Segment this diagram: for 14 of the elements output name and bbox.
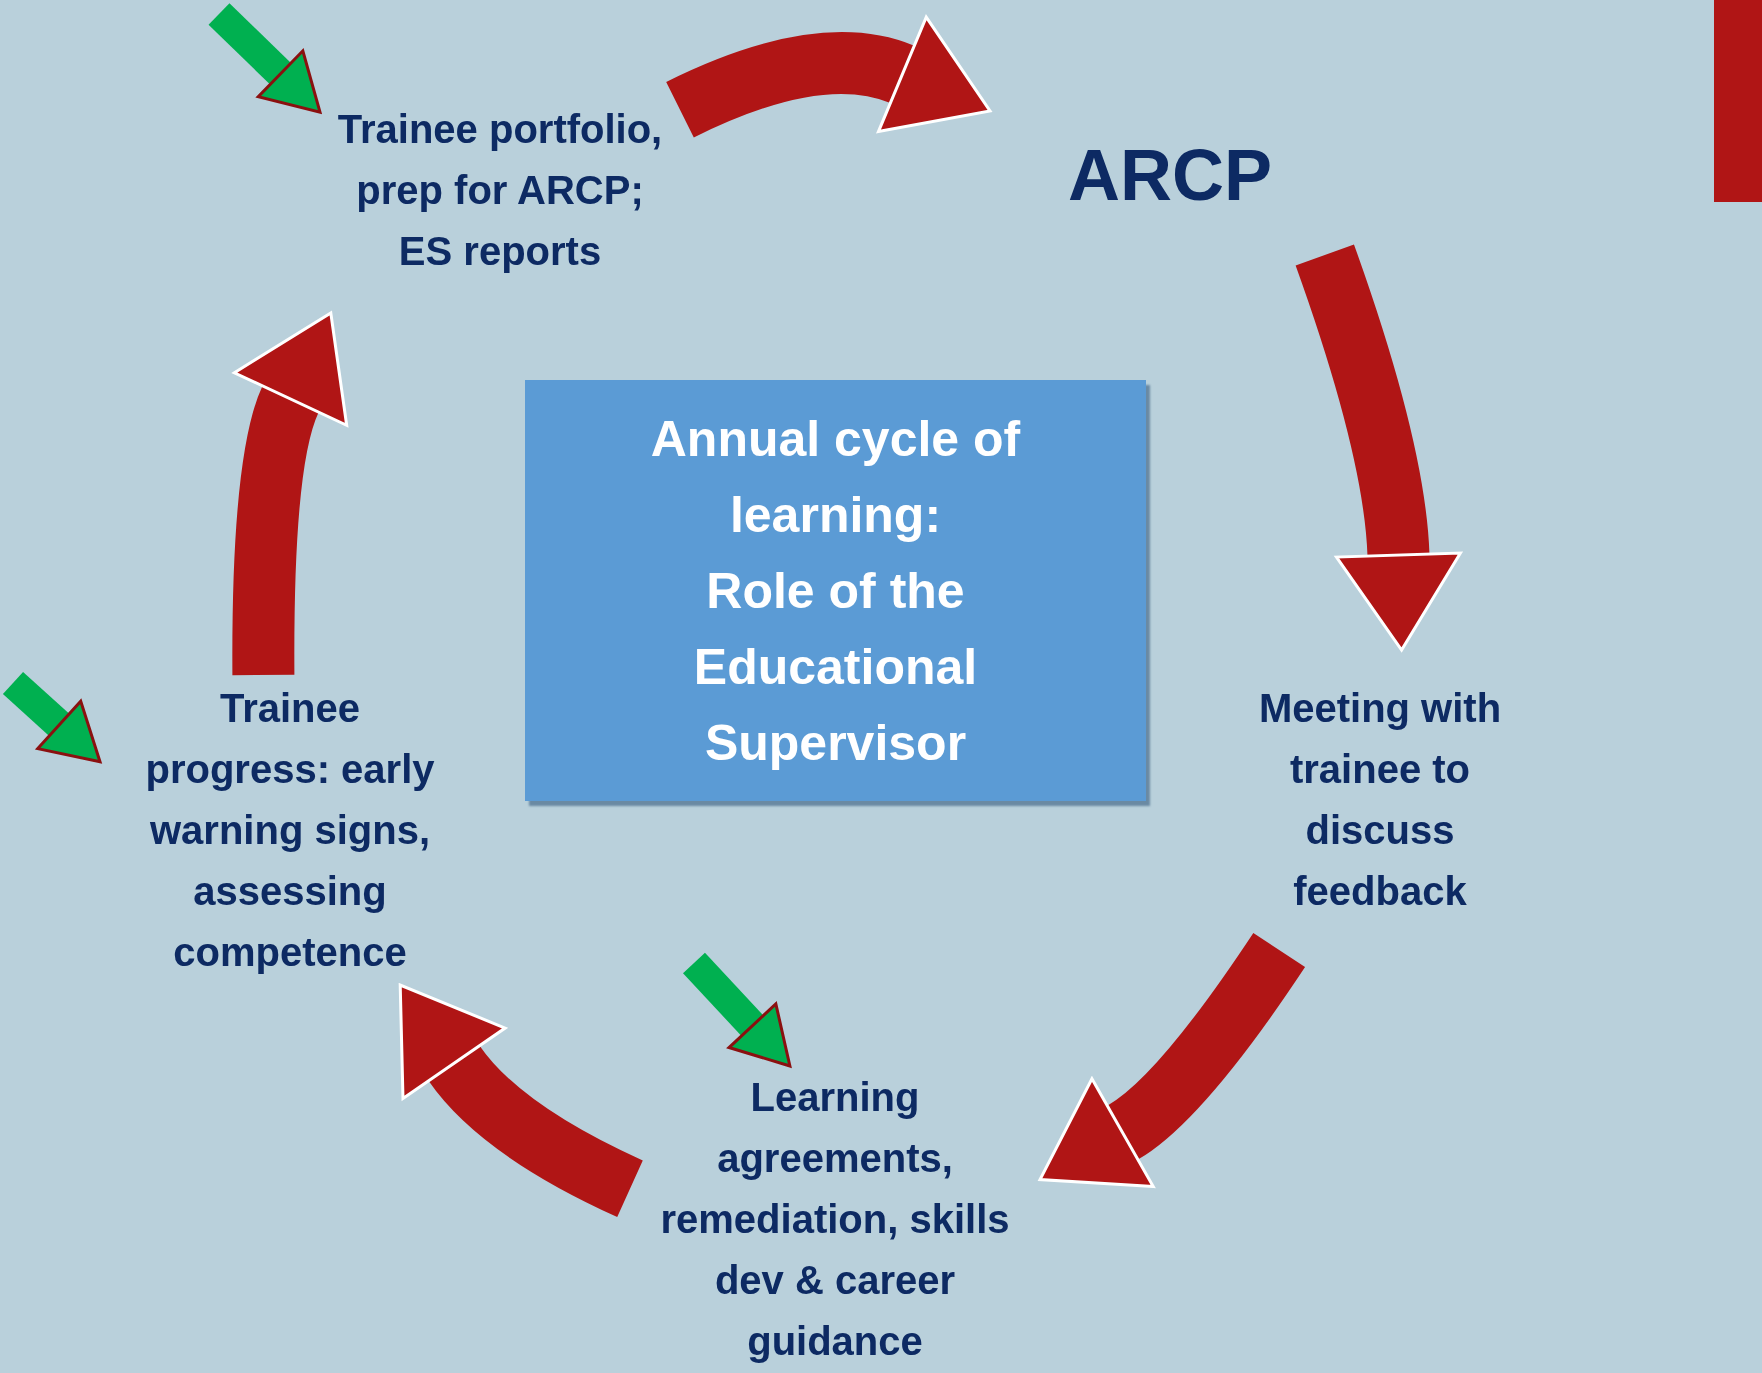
step-label: Meeting with trainee to discuss feedback bbox=[1257, 685, 1503, 915]
title-box bbox=[525, 380, 1146, 801]
step-label: Trainee progress: early warning signs, assessing competence bbox=[144, 684, 436, 976]
title-text: Annual cycle of learning: bbox=[649, 409, 1022, 545]
step-label: Trainee portfolio, prep for ARCP; ES reports bbox=[336, 106, 664, 275]
step-label: ARCP bbox=[1068, 134, 1272, 217]
pointer-arrow bbox=[683, 952, 792, 1068]
step-label: Learning agreements, remediation, skills dev & career guidance bbox=[660, 1074, 1010, 1365]
curved-arrow bbox=[1295, 244, 1462, 652]
curved-arrow bbox=[1040, 932, 1305, 1187]
curved-arrow bbox=[231, 309, 350, 675]
pointer-arrow bbox=[2, 671, 102, 764]
pointer-arrow bbox=[208, 3, 322, 114]
title-text: Role of the Educational Supervisor bbox=[692, 561, 979, 773]
